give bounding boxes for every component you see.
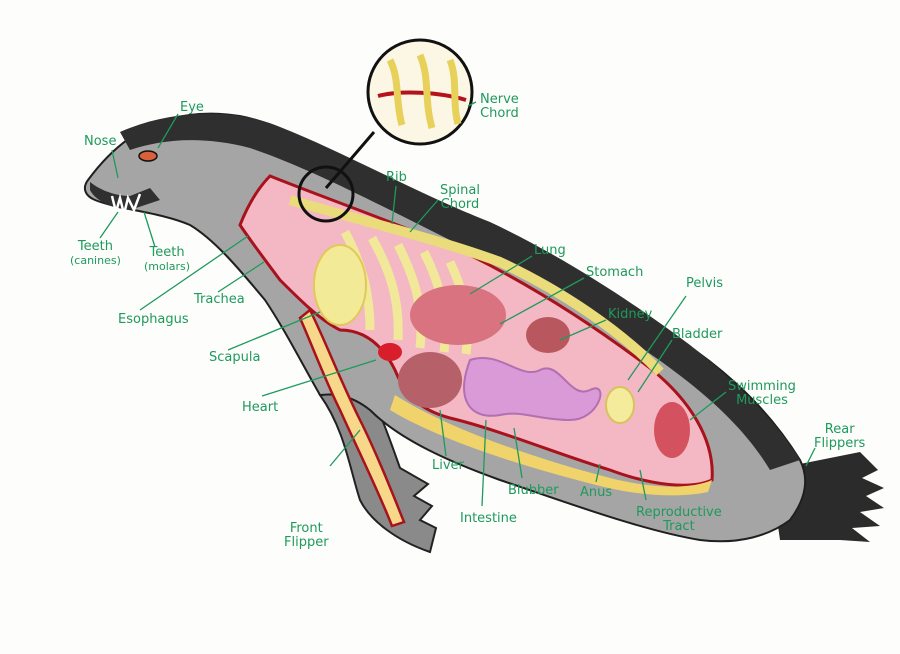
eye-drawing: [138, 150, 158, 162]
label-reproductive-tract-line2: Tract: [663, 519, 695, 534]
label-reproductive-tract-line1: Reproductive: [636, 505, 722, 520]
label-heart: Heart: [242, 400, 279, 415]
label-nose: Nose: [84, 134, 117, 149]
label-blubber: Blubber: [508, 483, 559, 498]
label-eye: Eye: [180, 100, 204, 115]
label-rear-flippers-line1: Rear: [824, 422, 855, 437]
label-front-flipper: Front Flipper: [284, 522, 329, 550]
label-teeth-canines-sub: (canines): [70, 254, 121, 267]
label-teeth-molars: Teeth (molars): [144, 246, 190, 274]
label-lung: Lung: [534, 243, 566, 258]
teeth-drawing: [110, 193, 142, 217]
label-kidney: Kidney: [608, 307, 653, 322]
label-swimming-muscles: Swimming Muscles: [728, 380, 796, 408]
label-pelvis: Pelvis: [686, 276, 724, 291]
label-rear-flippers: Rear Flippers: [814, 423, 865, 451]
label-trachea: Trachea: [194, 292, 245, 307]
label-teeth-molars-sub: (molars): [144, 260, 191, 273]
label-teeth-canines: Teeth (canines): [70, 240, 121, 268]
label-swimming-muscles-line2: Muscles: [736, 393, 788, 408]
label-reproductive-tract: Reproductive Tract: [636, 506, 722, 534]
label-nerve-chord-line2: Chord: [480, 106, 519, 121]
label-spinal-chord-line1: Spinal: [440, 183, 480, 198]
label-front-flipper-line1: Front: [289, 521, 323, 536]
label-front-flipper-line2: Flipper: [284, 535, 329, 550]
label-teeth-canines-main: Teeth: [77, 239, 113, 254]
label-swimming-muscles-line1: Swimming: [728, 379, 796, 394]
label-nerve-chord: Nerve Chord: [480, 93, 519, 121]
label-anus: Anus: [580, 485, 613, 500]
nerve-chord-inset: [297, 38, 474, 223]
label-rib: Rib: [386, 170, 407, 185]
label-spinal-chord: Spinal Chord: [440, 184, 480, 212]
leader-lines: [99, 101, 816, 507]
label-spinal-chord-line2: Chord: [440, 197, 480, 212]
label-nerve-chord-line1: Nerve: [480, 92, 519, 107]
label-esophagus: Esophagus: [118, 312, 189, 327]
label-stomach: Stomach: [586, 265, 644, 280]
label-liver: Liver: [432, 458, 464, 473]
label-rear-flippers-line2: Flippers: [814, 436, 866, 451]
organs-drawing: [378, 285, 690, 458]
label-scapula: Scapula: [209, 350, 261, 365]
label-intestine: Intestine: [460, 511, 517, 526]
label-teeth-molars-main: Teeth: [149, 245, 185, 260]
label-bladder: Bladder: [672, 327, 723, 342]
